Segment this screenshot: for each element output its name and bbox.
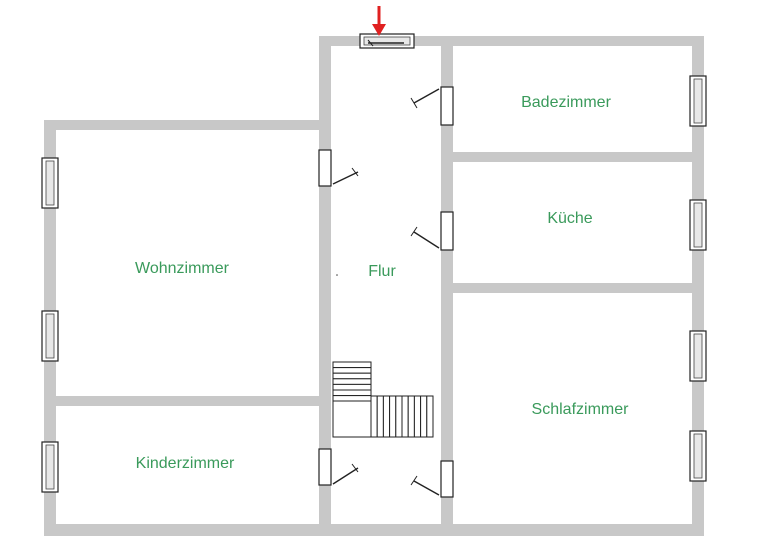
room-label-flur: Flur bbox=[368, 263, 396, 280]
window-bad bbox=[689, 75, 707, 127]
flur-dot bbox=[336, 274, 338, 276]
window-kinder bbox=[41, 441, 59, 493]
stair-step bbox=[413, 395, 422, 438]
stair-step bbox=[401, 395, 409, 438]
wall-bad-kueche bbox=[441, 152, 704, 162]
stair-step bbox=[332, 389, 372, 397]
red-down-arrow-icon bbox=[372, 6, 386, 36]
stair-step bbox=[332, 372, 372, 380]
stair-step bbox=[332, 400, 372, 438]
door-kinderzimmer bbox=[318, 448, 359, 486]
window-schlaf-2 bbox=[689, 430, 707, 482]
wall-wohn-kinder bbox=[44, 396, 330, 406]
stair-step bbox=[395, 395, 403, 438]
stair-step bbox=[382, 395, 391, 438]
windows bbox=[41, 75, 707, 493]
wall-kueche-schlaf bbox=[441, 283, 704, 293]
stair-step bbox=[389, 395, 397, 438]
window-wohn-1 bbox=[41, 157, 59, 209]
stair-step bbox=[376, 395, 384, 438]
stair-step bbox=[332, 367, 372, 374]
window-wohn-2 bbox=[41, 310, 59, 362]
window-kueche bbox=[689, 199, 707, 251]
stair-step bbox=[332, 383, 372, 391]
door-wohnzimmer bbox=[318, 149, 359, 187]
room-label-wohnzimmer: Wohnzimmer bbox=[135, 260, 230, 277]
room-label-kinderzimmer: Kinderzimmer bbox=[136, 455, 235, 472]
staircase bbox=[332, 361, 434, 438]
wall-bottom bbox=[44, 524, 704, 536]
door-kueche bbox=[410, 211, 454, 251]
room-label-schlafzimmer: Schlafzimmer bbox=[532, 401, 630, 418]
stair-step bbox=[426, 395, 434, 438]
entrance-door bbox=[359, 33, 415, 49]
stair-step bbox=[332, 378, 372, 385]
doors bbox=[318, 86, 454, 498]
door-schlafzimmer bbox=[410, 460, 454, 498]
door-badezimmer bbox=[410, 86, 454, 126]
wall-flur-top bbox=[319, 36, 704, 46]
window-schlaf-1 bbox=[689, 330, 707, 382]
stair-step bbox=[332, 395, 372, 402]
wall-left-top bbox=[44, 120, 330, 130]
stair-step bbox=[332, 361, 372, 369]
stair-step bbox=[370, 395, 378, 438]
stair-step bbox=[407, 395, 415, 438]
room-label-kueche: Küche bbox=[547, 210, 592, 227]
stair-step bbox=[420, 395, 428, 438]
room-label-badezimmer: Badezimmer bbox=[521, 94, 611, 111]
